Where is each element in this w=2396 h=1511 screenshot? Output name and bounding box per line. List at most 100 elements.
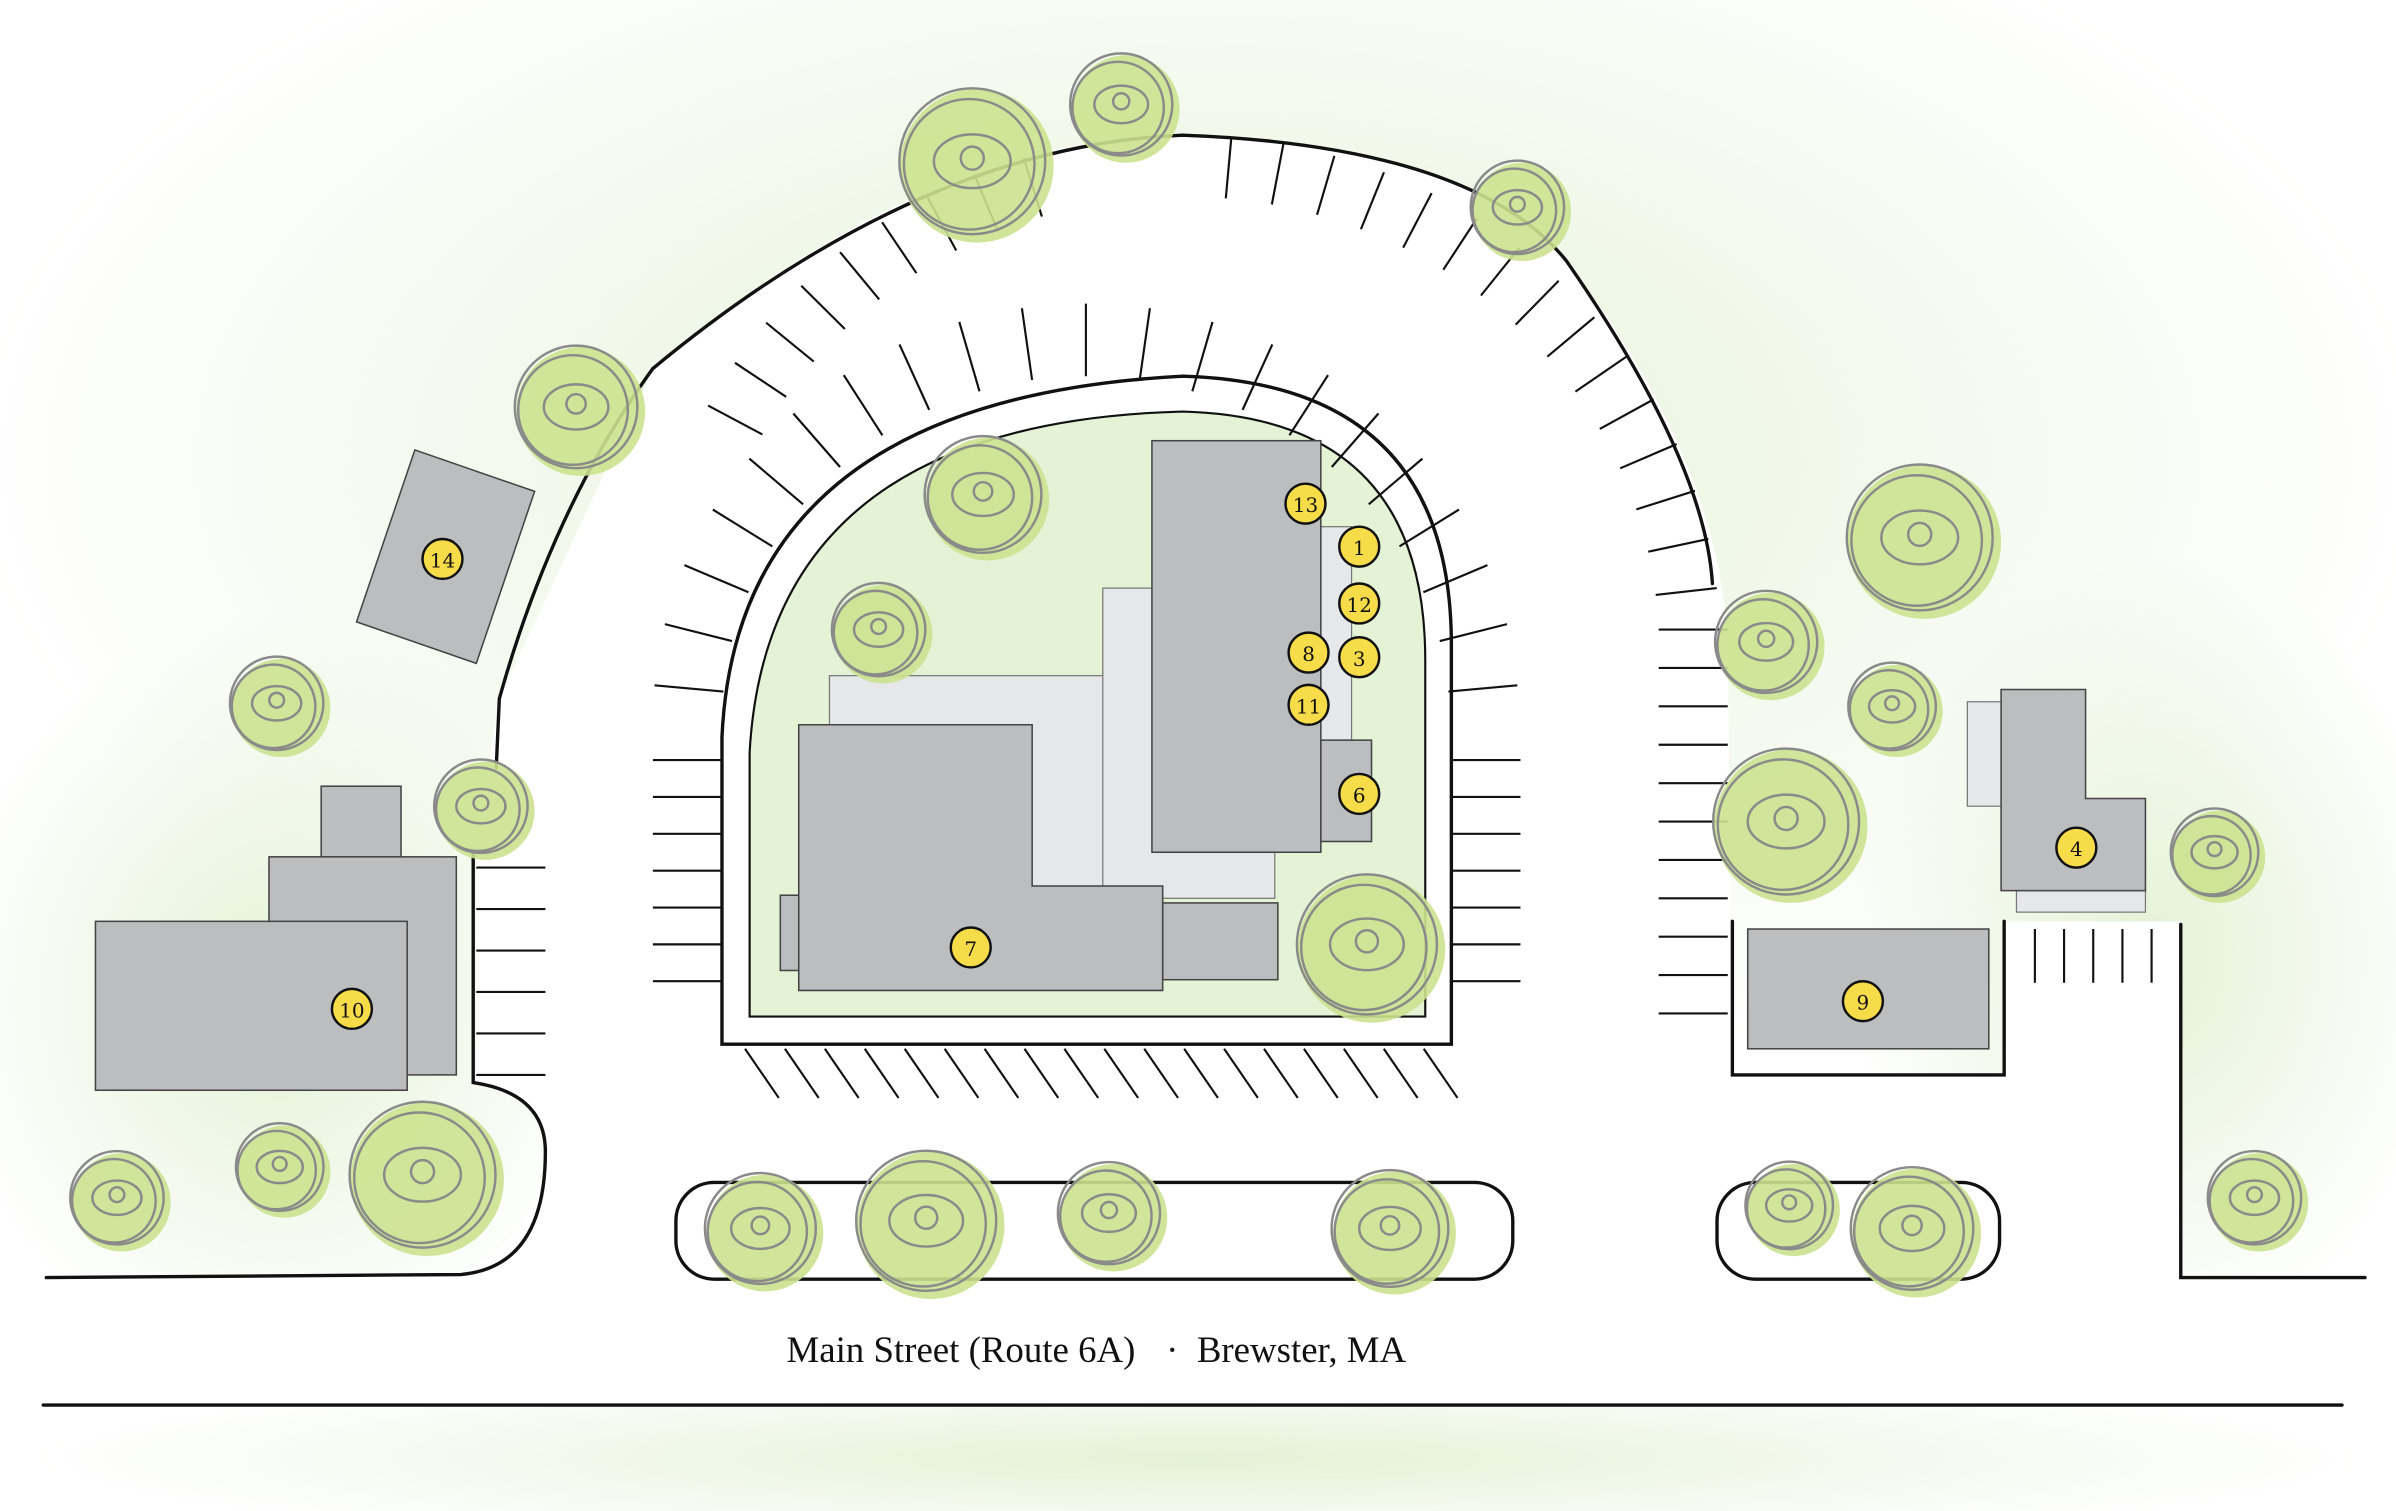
marker-label: 9 [1857, 991, 1870, 1015]
town-label: Brewster, MA [1197, 1329, 1407, 1370]
site-marker-7[interactable]: 7 [949, 926, 992, 969]
site-marker-1[interactable]: 1 [1338, 525, 1381, 568]
tree-icon [513, 344, 646, 477]
tree-icon [1849, 1165, 1982, 1298]
tree-icon [1068, 52, 1180, 163]
parking-stall-line [1655, 587, 1717, 597]
parking-stall-line [744, 1048, 780, 1099]
marker-label: 6 [1353, 783, 1366, 807]
parking-stall-line [712, 508, 773, 548]
marker-label: 13 [1293, 493, 1318, 517]
parking-stall-line [1023, 1048, 1060, 1099]
parking-stall-line [664, 623, 733, 643]
parking-stall-line [1574, 356, 1627, 393]
parking-stall-line [1422, 564, 1488, 594]
parking-stall-line [1316, 155, 1336, 216]
site-marker-12[interactable]: 12 [1338, 582, 1381, 625]
site-marker-9[interactable]: 9 [1841, 980, 1885, 1023]
parking-stall-line [1191, 321, 1214, 392]
parking-stall-line [1138, 308, 1151, 381]
tree-icon [432, 758, 535, 860]
parking-stall-line [1103, 1048, 1139, 1099]
parking-stall-line [765, 321, 815, 363]
parking-stall-line [1183, 1048, 1219, 1099]
tree-icon [228, 655, 331, 758]
tree-icon [1744, 1160, 1840, 1257]
site-marker-8[interactable]: 8 [1287, 631, 1330, 674]
parking-stall-line [863, 1048, 900, 1099]
parking-stall-line [881, 221, 918, 274]
site-marker-4[interactable]: 4 [2055, 826, 2098, 869]
parking-stall-line [707, 404, 763, 436]
parking-stall-line [1546, 316, 1596, 358]
parking-stall-line [958, 321, 981, 392]
tree-icon [703, 1171, 824, 1292]
marker-label: 7 [964, 937, 977, 961]
building-10-annex [320, 785, 402, 858]
site-marker-3[interactable]: 3 [1338, 636, 1381, 679]
tree-icon [69, 1149, 171, 1252]
tree-icon [2169, 807, 2266, 903]
parking-stall-line [1342, 1048, 1379, 1099]
tree-icon [830, 581, 933, 684]
building-4 [2000, 688, 2147, 892]
marker-label: 4 [2070, 837, 2083, 861]
parking-stall-line [1619, 443, 1678, 470]
marker-label: 11 [1296, 694, 1321, 718]
tree-icon [1330, 1168, 1456, 1295]
site-marker-10[interactable]: 10 [330, 987, 374, 1031]
tree-icon [1847, 661, 1943, 758]
parking-stall-line [842, 374, 884, 436]
site-marker-14[interactable]: 14 [421, 537, 464, 581]
parking-stall-line [1020, 308, 1034, 381]
marker-label: 3 [1353, 647, 1366, 671]
tree-icon [2206, 1149, 2309, 1252]
parking-stall-line [898, 343, 931, 411]
parking-stall-line [1143, 1048, 1179, 1099]
parking-stall-line [654, 684, 724, 693]
parking-stall-line [1636, 489, 1696, 511]
tree-icon [1056, 1160, 1168, 1272]
parking-stall-line [792, 412, 841, 468]
tree-icon [348, 1100, 504, 1257]
parking-stall-line [1648, 537, 1709, 553]
parking-stall-line [1224, 137, 1233, 199]
parking-stall-line [784, 1048, 820, 1099]
parking-stall-line [734, 361, 787, 398]
parking-stall-line [943, 1048, 980, 1099]
site-marker-6[interactable]: 6 [1338, 772, 1381, 816]
site-marker-13[interactable]: 13 [1284, 482, 1327, 525]
parking-stall-line [823, 1048, 860, 1099]
separator-dot: · [1166, 1329, 1178, 1370]
marker-label: 1 [1353, 536, 1366, 560]
parking-stall-line [1398, 508, 1460, 548]
parking-stall-line [1223, 1048, 1259, 1099]
parking-stall-line [903, 1048, 940, 1099]
building-4-light [1966, 701, 2002, 807]
parking-stall-line [1270, 143, 1285, 205]
parking-stall-line [1599, 398, 1655, 430]
parking-stall-line [839, 251, 881, 301]
tree-icon [898, 87, 1054, 243]
buildings [94, 439, 2147, 1092]
parking-stall-line [1241, 343, 1274, 411]
marker-label: 12 [1347, 593, 1372, 617]
parking-stall-line [683, 564, 749, 594]
marker-label: 14 [430, 548, 455, 572]
marker-label: 10 [339, 998, 364, 1022]
parking-stall-line [1359, 171, 1385, 230]
parking-stall-line [800, 284, 846, 330]
parking-stall-line [748, 457, 804, 506]
site-marker-11[interactable]: 11 [1287, 683, 1330, 727]
building-7 [797, 724, 1164, 992]
parking-stall-line [1402, 192, 1433, 249]
tree-icon [1711, 747, 1868, 903]
parking-stall-line [1439, 623, 1508, 643]
building-7-east [1161, 902, 1279, 981]
parking-stall-line [1422, 1048, 1459, 1099]
parking-stall-line [1368, 457, 1424, 506]
tree-icon [1713, 589, 1825, 701]
parking-stall-line [1288, 374, 1329, 436]
